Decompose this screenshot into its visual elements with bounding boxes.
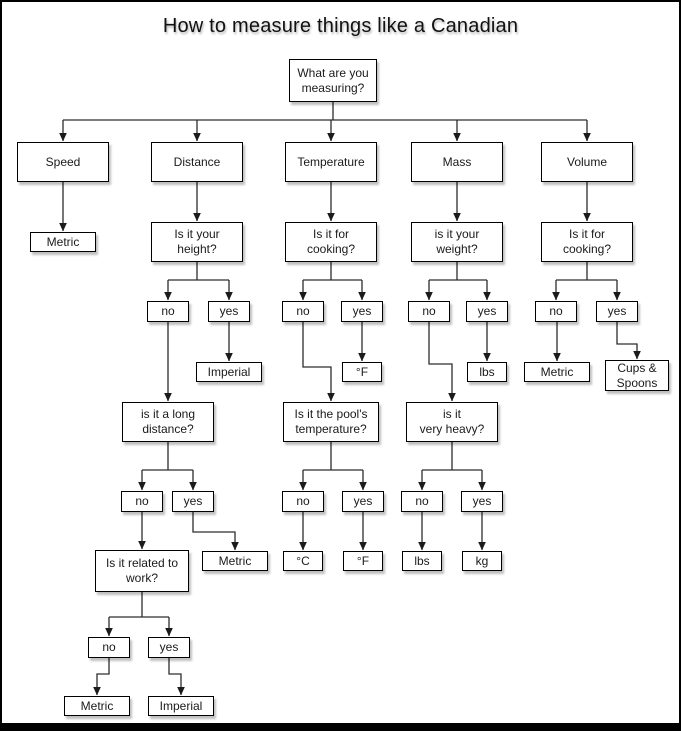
node-pool-no: no [282,491,324,512]
node-cooking-question-temp: Is it for cooking? [285,222,377,262]
node-speed-metric: Metric [30,232,96,252]
node-weight-lbs: lbs [467,362,507,382]
node-work-metric: Metric [64,696,130,716]
node-height-question: Is it your height? [151,222,243,262]
diagram-title: How to measure things like a Canadian [162,15,519,37]
node-heavy-question: is it very heavy? [406,402,498,442]
node-work-question: Is it related to work? [95,550,189,592]
node-temperature-yes: yes [341,301,383,322]
node-long-distance-no: no [121,491,163,512]
node-speed: Speed [17,142,109,182]
node-long-distance-metric: Metric [202,551,268,571]
node-height-imperial: Imperial [196,362,262,382]
node-cooking-fahrenheit: °F [342,362,382,382]
node-volume-metric: Metric [524,362,590,382]
node-temperature-no: no [282,301,324,322]
node-pool-fahrenheit: °F [343,551,383,571]
node-heavy-yes: yes [461,491,503,512]
node-pool-yes: yes [342,491,384,512]
node-heavy-kg: kg [462,551,502,571]
node-distance: Distance [151,142,243,182]
node-mass-yes: yes [466,301,508,322]
node-pool-question: Is it the pool's temperature? [283,402,379,442]
node-mass-no: no [408,301,450,322]
node-volume-yes: yes [596,301,638,322]
node-weight-question: is it your weight? [411,222,503,262]
node-cooking-question-volume: Is it for cooking? [541,222,633,262]
node-root-question: What are you measuring? [289,59,377,102]
node-work-yes: yes [148,637,190,658]
node-cups-and-spoons: Cups & Spoons [605,360,669,391]
node-distance-no: no [147,301,189,322]
node-heavy-no: no [401,491,443,512]
node-distance-yes: yes [208,301,250,322]
node-work-no: no [88,637,130,658]
node-pool-celsius: °C [283,551,323,571]
node-heavy-lbs: lbs [402,551,442,571]
node-long-distance-question: is it a long distance? [122,402,214,442]
node-long-distance-yes: yes [172,491,214,512]
node-volume: Volume [541,142,633,182]
node-mass: Mass [411,142,503,182]
node-volume-no: no [535,301,577,322]
node-work-imperial: Imperial [148,696,214,716]
node-temperature: Temperature [285,142,377,182]
